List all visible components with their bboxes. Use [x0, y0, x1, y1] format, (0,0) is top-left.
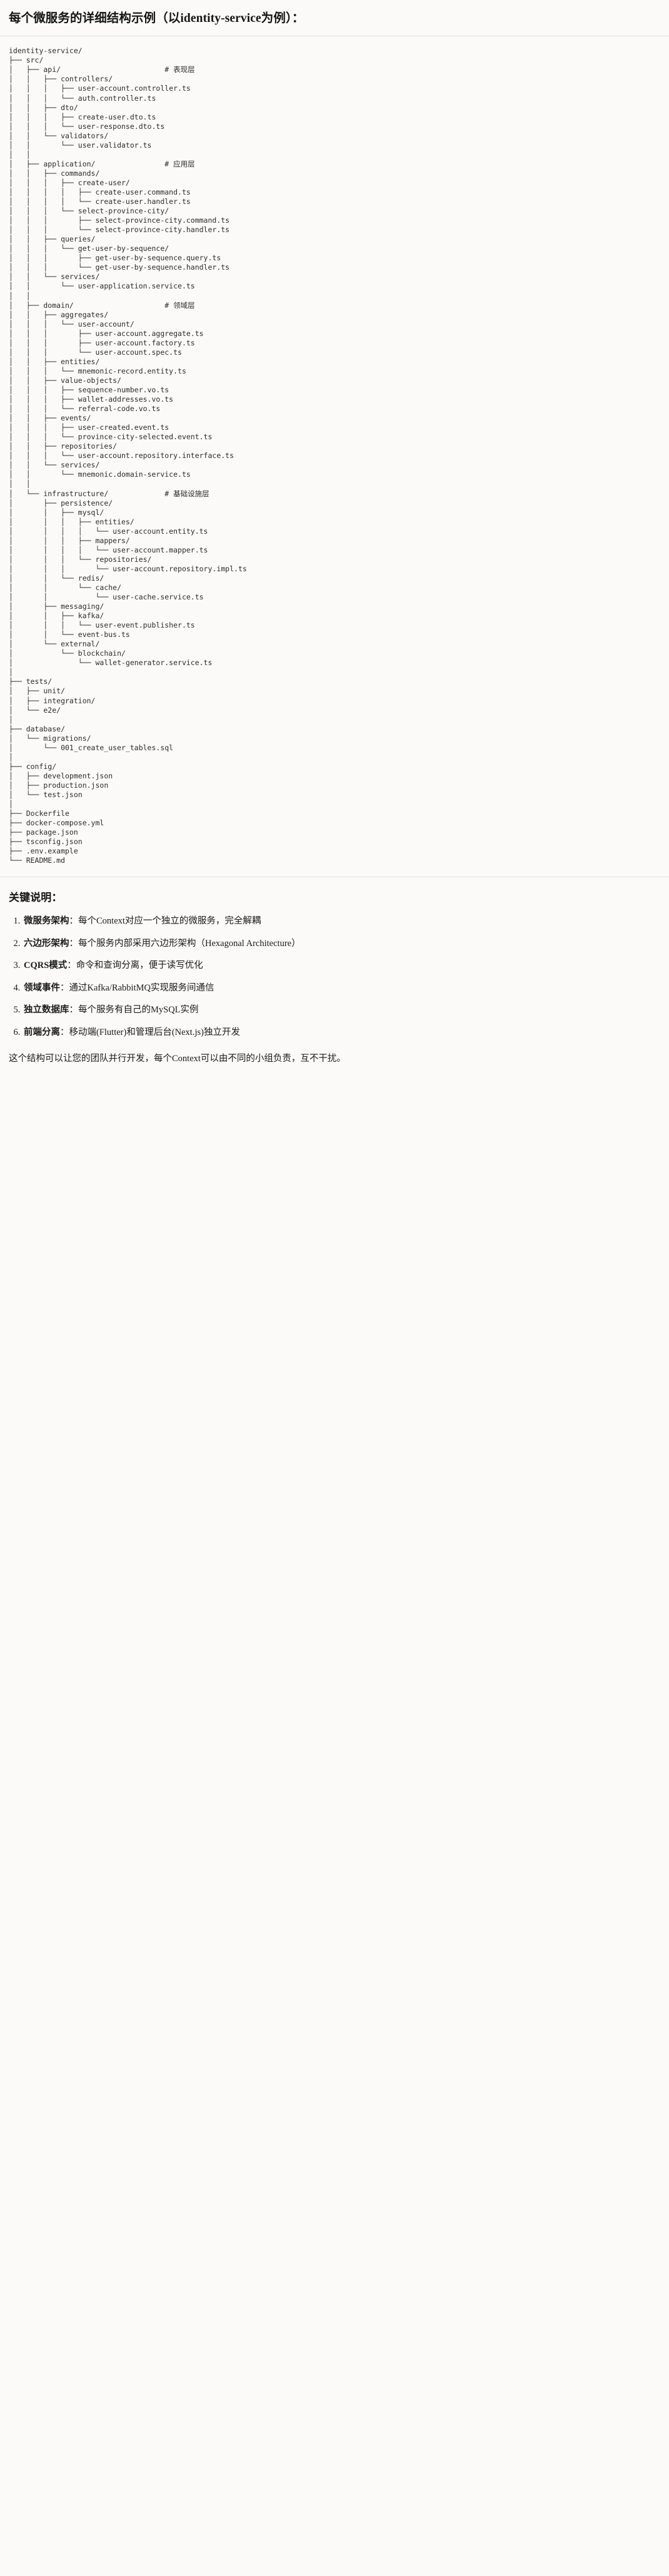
page-root: 每个微服务的详细结构示例（以identity-service为例）： ident…: [0, 0, 669, 1077]
key-note-description: ：每个服务内部采用六边形架构（Hexagonal Architecture）: [69, 938, 301, 949]
key-note-term: 六边形架构: [24, 938, 69, 949]
key-note-description: ：命令和查询分离，便于读写优化: [67, 960, 203, 971]
key-note-description: ：通过Kafka/RabbitMQ实现服务间通信: [60, 982, 214, 993]
key-note-term: 前端分离: [24, 1027, 60, 1037]
closing-paragraph: 这个结构可以让您的团队并行开发，每个Context可以由不同的小组负责，互不干扰…: [9, 1054, 346, 1064]
key-note-term: 微服务架构: [24, 916, 69, 927]
directory-tree-block: identity-service/ ├── src/ │ ├── api/ # …: [0, 36, 669, 878]
key-note-item: CQRS模式：命令和查询分离，便于读写优化: [23, 959, 660, 972]
key-notes-title: 关键说明：: [9, 892, 63, 904]
key-note-item: 微服务架构：每个Context对应一个独立的微服务，完全解耦: [23, 914, 660, 928]
key-note-term: 领域事件: [24, 982, 60, 993]
key-note-item: 前端分离：移动端(Flutter)和管理后台(Next.js)独立开发: [23, 1026, 660, 1039]
key-note-item: 独立数据库：每个服务有自己的MySQL实例: [23, 1003, 660, 1017]
key-note-description: ：移动端(Flutter)和管理后台(Next.js)独立开发: [60, 1027, 240, 1037]
page-title: 每个微服务的详细结构示例（以identity-service为例）：: [0, 0, 669, 37]
key-notes-list: 微服务架构：每个Context对应一个独立的微服务，完全解耦六边形架构：每个服务…: [9, 914, 660, 1039]
directory-tree: identity-service/ ├── src/ │ ├── api/ # …: [9, 46, 247, 865]
key-note-description: ：每个Context对应一个独立的微服务，完全解耦: [69, 916, 261, 927]
key-note-term: CQRS模式: [24, 960, 68, 971]
key-note-description: ：每个服务有自己的MySQL实例: [69, 1005, 199, 1016]
key-note-item: 六边形架构：每个服务内部采用六边形架构（Hexagonal Architectu…: [23, 937, 660, 950]
key-notes-section: 关键说明： 微服务架构：每个Context对应一个独立的微服务，完全解耦六边形架…: [0, 877, 669, 1077]
key-note-item: 领域事件：通过Kafka/RabbitMQ实现服务间通信: [23, 981, 660, 995]
key-note-term: 独立数据库: [24, 1005, 69, 1016]
